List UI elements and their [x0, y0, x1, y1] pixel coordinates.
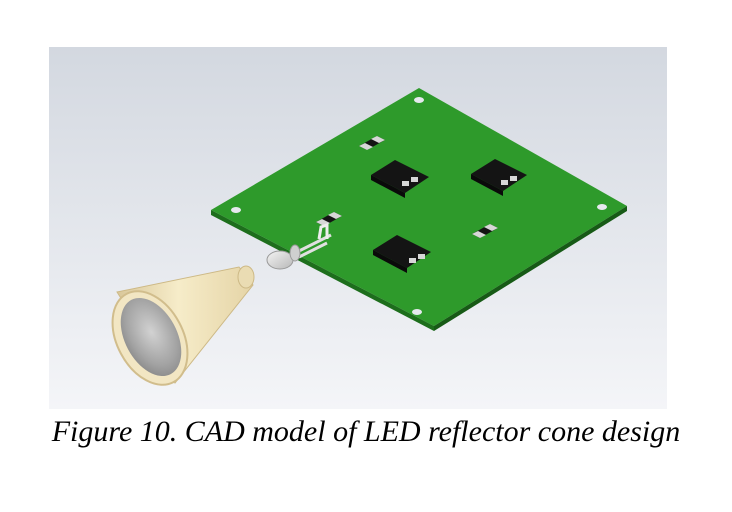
led-component	[266, 222, 332, 270]
mounting-hole	[414, 97, 424, 103]
ic-chip	[471, 159, 527, 196]
figure-caption: Figure 10. CAD model of LED reflector co…	[51, 415, 681, 448]
ic-chip	[371, 160, 429, 198]
cad-render-svg	[49, 47, 667, 409]
cad-model-image	[49, 47, 667, 409]
smd-component	[359, 136, 385, 150]
pcb-board	[211, 88, 627, 331]
mounting-hole	[412, 309, 422, 315]
reflector-cone	[111, 265, 255, 386]
mounting-hole	[231, 207, 241, 213]
smd-component	[472, 224, 498, 238]
mounting-hole	[597, 204, 607, 210]
ic-chip	[373, 235, 431, 273]
